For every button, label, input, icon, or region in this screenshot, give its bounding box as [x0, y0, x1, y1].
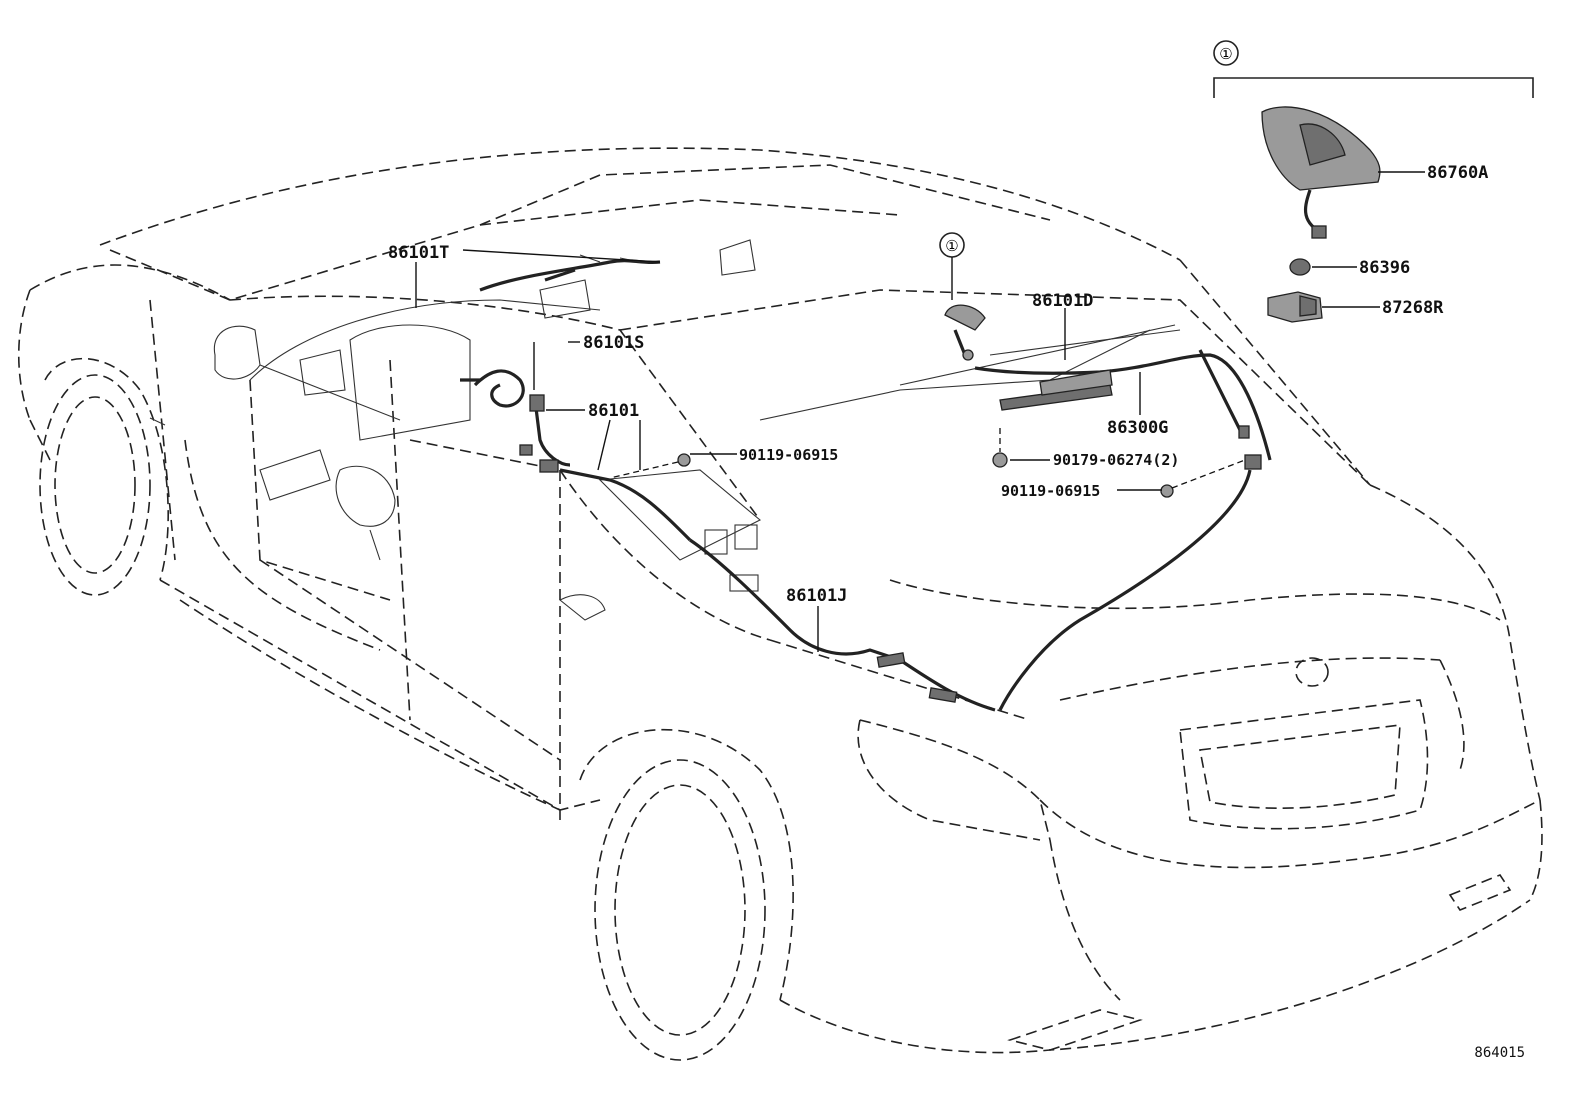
callout-1-circle-top	[1213, 40, 1239, 66]
callout-1-text-roof: ①	[945, 237, 958, 255]
label-86101T[interactable]: 86101T	[388, 243, 449, 263]
wire-harness-86101S	[460, 369, 525, 408]
wire-harness-86101J	[689, 538, 996, 712]
leader-lines	[415, 171, 1425, 652]
shark-fin-antenna-86760A	[1261, 106, 1381, 239]
label-87268R[interactable]: 87268R	[1382, 298, 1444, 318]
diagram-reference-number: 864015	[1474, 1045, 1525, 1061]
wire-harness-86101	[519, 394, 692, 542]
callout-1-text-top: ①	[1219, 45, 1232, 63]
label-90119-06915-left[interactable]: 90119-06915	[739, 446, 838, 464]
wire-harness-86101D	[974, 349, 1272, 711]
label-86101[interactable]: 86101	[588, 401, 639, 421]
label-90179-06274[interactable]: 90179-06274(2)	[1053, 451, 1179, 469]
callout-1-group: ①	[1213, 40, 1534, 98]
callout-bracket	[1213, 77, 1534, 98]
callout-1-roof: ①	[939, 232, 965, 300]
label-86101J[interactable]: 86101J	[786, 586, 847, 606]
label-86760A[interactable]: 86760A	[1427, 163, 1488, 183]
part-labels: 86760A 86396 87268R 86101D 86300G 90179-…	[388, 163, 1525, 1061]
fasteners	[677, 425, 1262, 498]
label-86101D[interactable]: 86101D	[1032, 291, 1093, 311]
label-86396[interactable]: 86396	[1359, 258, 1410, 278]
amplifier-86300G	[999, 369, 1113, 411]
clip-86396	[1289, 258, 1311, 276]
label-86300G[interactable]: 86300G	[1107, 418, 1168, 438]
bracket-87268R	[1267, 291, 1323, 323]
label-90119-06915-right[interactable]: 90119-06915	[1001, 482, 1100, 500]
label-86101S[interactable]: 86101S	[583, 333, 644, 353]
interior-outline	[149, 239, 1181, 621]
roof-antenna-small	[944, 304, 986, 361]
car-body-outline	[17, 147, 1543, 1061]
